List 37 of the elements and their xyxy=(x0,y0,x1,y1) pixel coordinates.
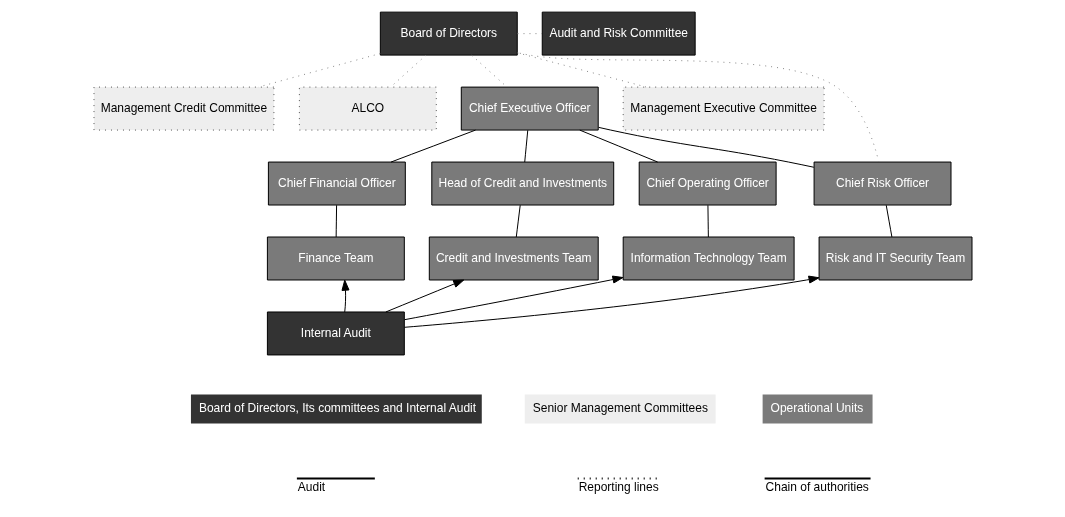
node-box: Board of Directors xyxy=(379,11,518,56)
connector xyxy=(523,129,528,163)
arrow xyxy=(403,275,819,328)
node-box: Finance Team xyxy=(266,236,405,281)
legend-label: Operational Units xyxy=(770,401,863,416)
connector xyxy=(578,129,658,163)
node-box: Audit and Risk Committee xyxy=(541,11,696,56)
connector xyxy=(515,204,521,238)
node-box: Internal Audit xyxy=(266,311,405,356)
connector xyxy=(706,204,709,238)
node-box: Chief Operating Officer xyxy=(638,161,777,206)
node-box: Head of Credit and Investments xyxy=(430,161,614,206)
connector xyxy=(516,52,879,163)
connector xyxy=(885,204,892,238)
node-box: Information Technology Team xyxy=(622,236,795,281)
node-box: Risk and IT Security Team xyxy=(818,236,972,281)
node-box: Chief Risk Officer xyxy=(813,161,951,206)
node-box: Credit and Investments Team xyxy=(428,236,599,281)
node-box: Chief Financial Officer xyxy=(267,161,406,206)
node-box: ALCO xyxy=(298,86,437,131)
legend-label: Chain of authorities xyxy=(765,479,869,494)
connector xyxy=(516,52,647,88)
node-box: Management Executive Committee xyxy=(622,86,825,131)
legend-label: Reporting lines xyxy=(578,479,659,494)
connector xyxy=(390,129,476,163)
node-box: Chief Executive Officer xyxy=(460,86,599,131)
arrow xyxy=(403,275,623,321)
legend-label: Senior Management Committees xyxy=(532,401,708,416)
connector xyxy=(335,204,337,238)
connector xyxy=(597,126,814,168)
arrow xyxy=(341,279,349,313)
connector xyxy=(516,33,542,35)
legend-label: Board of Directors, Its committees and Internal Audit xyxy=(198,401,476,416)
connector xyxy=(470,54,507,88)
node-box: Management Credit Committee xyxy=(93,86,274,131)
legend-label: Audit xyxy=(297,479,325,494)
arrow xyxy=(384,279,464,313)
